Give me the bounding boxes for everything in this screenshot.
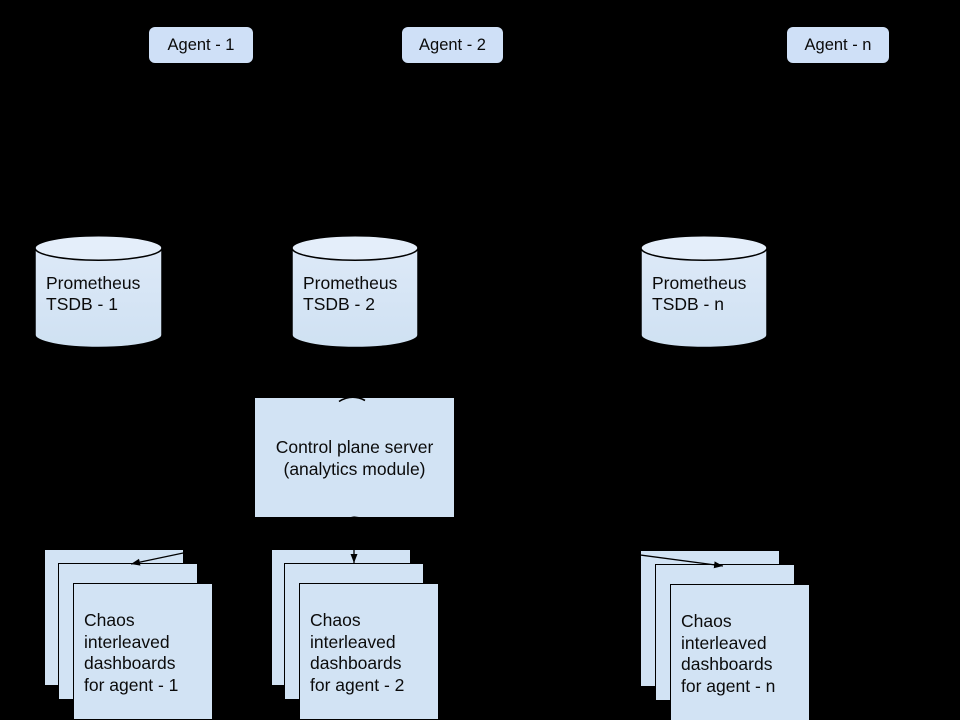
prometheus-tsdb-1: Prometheus TSDB - 1 [34,235,163,349]
dashboard-label-line2: interleaved [310,631,396,652]
stack-sheet-front: Chaos interleaved dashboards for agent -… [73,583,213,720]
control-plane-label-line2: (analytics module) [283,458,426,479]
tsdb-label: Prometheus TSDB - 1 [46,273,140,315]
tsdb-label-line1: Prometheus [652,273,747,293]
agent-node-2: Agent - 2 [402,27,503,63]
stack-sheet-front: Chaos interleaved dashboards for agent -… [299,583,439,720]
database-cylinder-icon [291,235,419,349]
tsdb-label-line1: Prometheus [46,273,141,293]
dashboard-label-line1: Chaos [84,610,135,630]
dashboard-label-line2: interleaved [681,632,767,653]
agent-node-n: Agent - n [787,27,889,63]
stack-sheet-front: Chaos interleaved dashboards for agent -… [670,584,810,720]
tsdb-label-line2: TSDB - 1 [46,294,118,314]
database-cylinder-icon [34,235,163,349]
dashboard-label-line2: interleaved [84,631,170,652]
tsdb-label: Prometheus TSDB - 2 [303,273,397,315]
tsdb-label-line2: TSDB - 2 [303,294,375,314]
prometheus-tsdb-2: Prometheus TSDB - 2 [291,235,419,349]
dashboard-label-line3: dashboards [84,653,176,673]
prometheus-tsdb-n: Prometheus TSDB - n [640,235,768,349]
database-cylinder-icon [640,235,768,349]
dashboard-label-line4: for agent - 1 [84,674,179,695]
dashboard-label-line3: dashboards [681,654,773,674]
control-plane-server: Control plane server (analytics module) [255,398,454,517]
control-plane-label-line1: Control plane server [275,436,434,457]
dashboard-label-line4: for agent - n [681,675,776,696]
tsdb-label: Prometheus TSDB - n [652,273,746,315]
dashboard-label-line4: for agent - 2 [310,674,405,695]
tsdb-label-line1: Prometheus [303,273,398,293]
agent-node-1: Agent - 1 [149,27,253,63]
tsdb-label-line2: TSDB - n [652,294,724,314]
dashboard-label-line1: Chaos [310,610,361,630]
dashboard-label-line1: Chaos [681,611,732,631]
dashboard-label-line3: dashboards [310,653,402,673]
